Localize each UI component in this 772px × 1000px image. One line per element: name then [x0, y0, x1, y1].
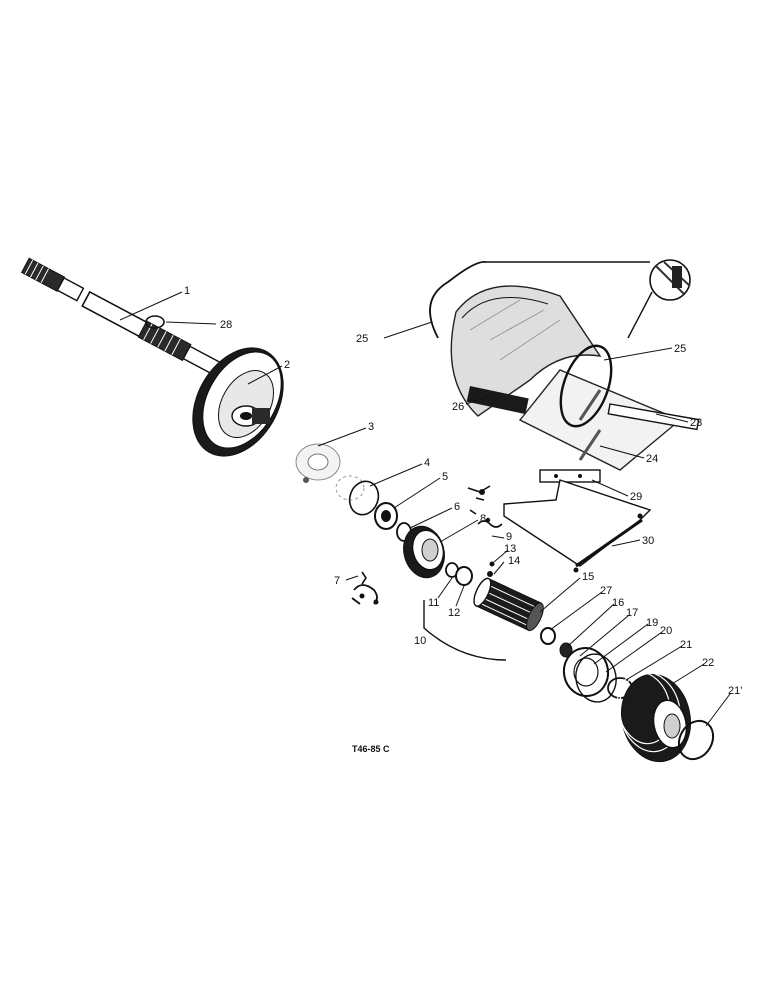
label-28: 28 [220, 319, 232, 331]
label-14: 14 [508, 555, 520, 567]
pin-13 [489, 561, 495, 567]
label-2: 2 [284, 359, 290, 371]
label-6: 6 [454, 501, 460, 513]
label-8: 8 [480, 513, 486, 525]
bolt-hardware [467, 485, 491, 515]
label-21b: 21' [728, 685, 742, 697]
label-25-right: 25 [674, 343, 686, 355]
drum-guard [450, 285, 602, 417]
main-shaft [20, 257, 236, 384]
label-22: 22 [702, 657, 714, 669]
leader-lines [119, 291, 731, 727]
bearing-8 [403, 525, 445, 579]
label-7: 7 [334, 575, 340, 587]
label-1: 1 [184, 285, 190, 297]
label-10: 10 [414, 635, 426, 647]
label-11: 11 [428, 597, 439, 609]
ring-20 [575, 653, 617, 703]
end-ring-25 [559, 344, 613, 428]
drawing-code: T46-85 C [352, 744, 390, 754]
ring-27 [540, 627, 556, 645]
ring-16 [559, 642, 573, 658]
callout-labels: 1 28 2 3 4 5 6 8 9 7 13 14 11 12 10 15 2… [184, 285, 742, 754]
label-20: 20 [660, 625, 672, 637]
label-3: 3 [368, 421, 374, 433]
label-9: 9 [506, 531, 512, 543]
snap-ring-21b [677, 719, 715, 761]
group-bracket-10 [423, 600, 507, 661]
label-16: 16 [612, 597, 624, 609]
label-13: 13 [504, 543, 516, 555]
bearing-housing [295, 443, 365, 501]
label-12: 12 [448, 607, 460, 619]
label-15: 15 [582, 571, 594, 583]
ring-12 [455, 566, 473, 586]
clip-9 [477, 517, 503, 528]
splined-sleeve-15 [473, 577, 544, 632]
pin-14 [487, 571, 493, 577]
label-17: 17 [626, 607, 638, 619]
label-25-left: 25 [356, 333, 368, 345]
label-21: 21 [680, 639, 692, 651]
bracket-29 [539, 469, 601, 483]
plate-19 [562, 647, 610, 697]
bar-23 [607, 403, 700, 431]
ring-28 [145, 315, 165, 329]
large-gear [192, 347, 284, 457]
label-27: 27 [600, 585, 612, 597]
label-19: 19 [646, 617, 658, 629]
wire-loop-25 [429, 260, 487, 339]
label-4: 4 [424, 457, 430, 469]
label-30: 30 [642, 535, 654, 547]
label-23: 23 [690, 417, 702, 429]
label-26: 26 [452, 401, 464, 413]
pulley-22 [616, 671, 691, 763]
snap-ring-4 [348, 480, 380, 516]
label-24: 24 [646, 453, 658, 465]
shift-fork-7 [351, 571, 379, 605]
label-5: 5 [442, 471, 448, 483]
nut-5 [374, 502, 398, 530]
plate-30 [503, 479, 652, 567]
label-29: 29 [630, 491, 642, 503]
inset-detail [649, 259, 691, 301]
